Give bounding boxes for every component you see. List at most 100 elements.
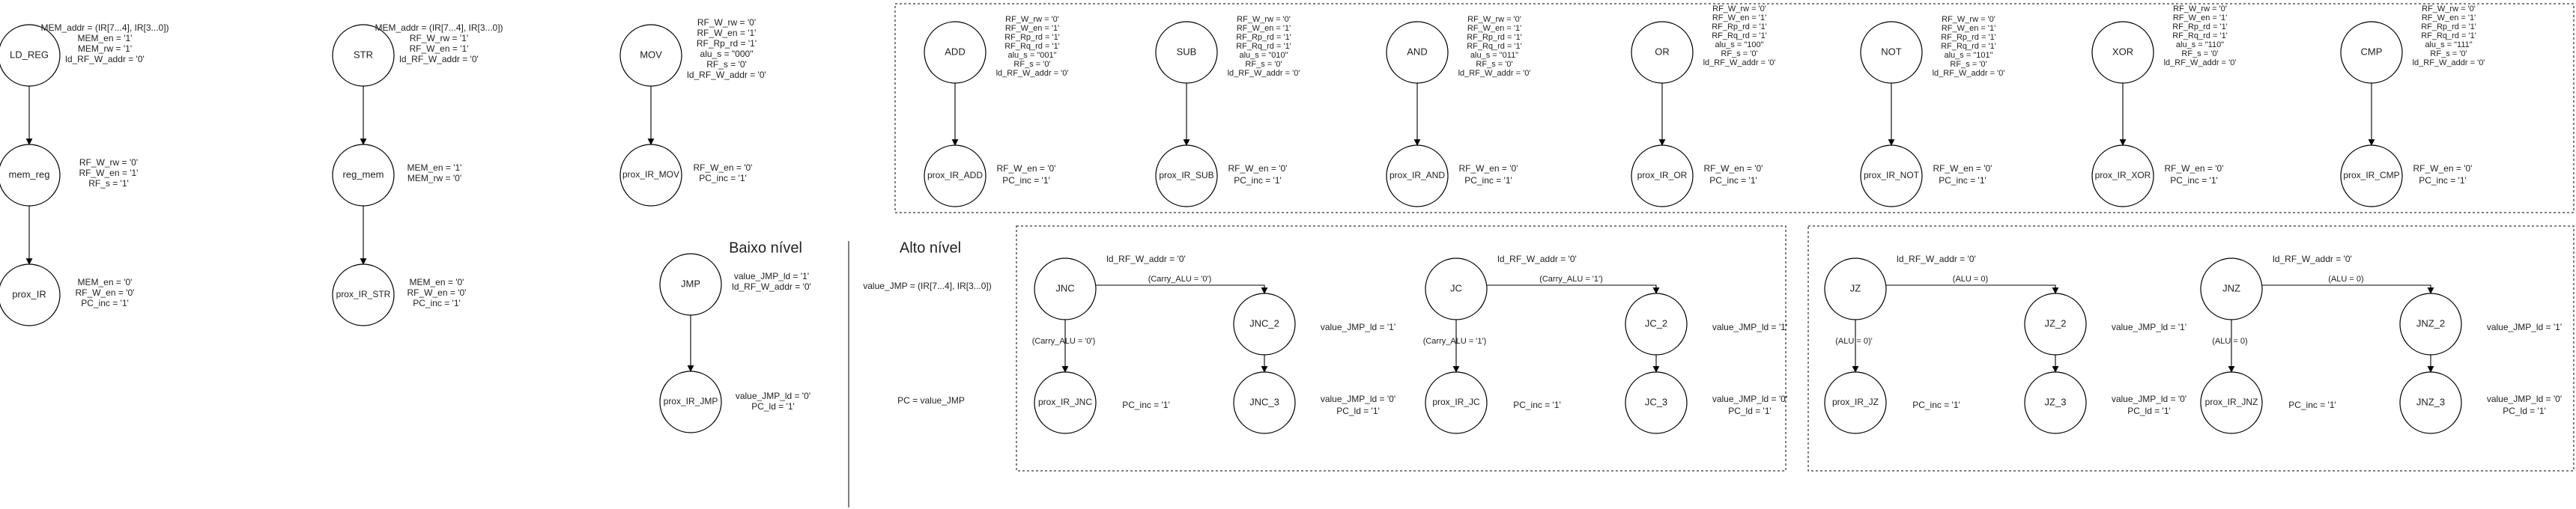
annotation-prox_ir_or: PC_inc = '1'	[1709, 175, 1757, 186]
annotation-cmp: RF_s = '0'	[2430, 49, 2467, 58]
annotation-prox-ir-str: RF_W_en = '0'	[407, 287, 467, 298]
state-JC	[1425, 257, 1488, 320]
state-label-JNC_3: JNC_3	[1249, 396, 1279, 407]
state-JMP	[659, 253, 722, 316]
annotation-mem-reg: RF_W_en = '1'	[79, 168, 139, 178]
annotation-xor: RF_Rq_rd = '1'	[2172, 31, 2228, 40]
condition-jc-true: (Carry_ALU = '1')	[1539, 275, 1603, 284]
annotation-sub: RF_W_en = '1'	[1237, 24, 1291, 33]
annotation-or: RF_s = '0'	[1721, 49, 1757, 58]
annotation-jmp: ld_RF_W_addr = '0'	[732, 281, 811, 292]
annotation-jz3: PC_ld = '1'	[2127, 406, 2171, 416]
annotation-cmp: alu_s = "111"	[2425, 40, 2472, 49]
state-label-prox_IR_JMP: prox_IR_JMP	[664, 396, 718, 406]
state-AND	[1386, 21, 1449, 84]
state-prox_IR_XOR	[2091, 144, 2154, 207]
annotation-xor: alu_s = "110"	[2176, 40, 2224, 49]
state-JC_2	[1625, 293, 1688, 356]
state-label-XOR: XOR	[2112, 46, 2133, 57]
annotation-jnc3: PC_ld = '1'	[1336, 406, 1380, 416]
annotation-sub: RF_Rp_rd = '1'	[1236, 33, 1291, 42]
annotation-cmp: RF_Rq_rd = '1'	[2421, 31, 2476, 40]
annotation-prox_ir_add: PC_inc = '1'	[1002, 175, 1050, 186]
state-STR	[332, 24, 395, 87]
annotation-mov: RF_W_rw = '0'	[697, 17, 756, 28]
annotation-jnz3: PC_ld = '1'	[2503, 406, 2546, 416]
annotation-str: ld_RF_W_addr = '0'	[399, 54, 479, 64]
annotation-not: RF_W_en = '1'	[1942, 24, 1995, 33]
state-label-prox_IR_JC: prox_IR_JC	[1432, 397, 1480, 407]
state-label-LD_REG: LD_REG	[10, 49, 49, 60]
state-label-STR: STR	[354, 49, 373, 60]
state-JZ_3	[2024, 371, 2087, 434]
annotation-prox-ir-jmp: PC_ld = '1'	[751, 401, 795, 412]
annotation-prox_ir_add: RF_W_en = '0'	[997, 163, 1056, 174]
condition-jz-true: (ALU = 0)	[1953, 275, 1988, 284]
annotation-not: alu_s = "101"	[1945, 51, 1993, 60]
annotation-jnz3: value_JMP_ld = '0'	[2487, 394, 2562, 404]
state-mem_reg	[0, 144, 61, 207]
annotation-xor: ld_RF_W_addr = '0'	[2164, 58, 2237, 67]
state-LD_REG	[0, 24, 61, 87]
annotation-cmp: RF_W_rw = '0'	[2422, 4, 2476, 13]
annotation-jnc2: value_JMP_ld = '1'	[1321, 322, 1395, 332]
state-label-prox_IR_CMP: prox_IR_CMP	[2343, 170, 2399, 180]
annotation-jmp: value_JMP_ld = '1'	[734, 271, 809, 281]
annotation-prox-ir: MEM_en = '0'	[78, 277, 133, 287]
annotation-or: RF_Rp_rd = '1'	[1712, 22, 1767, 31]
state-label-JC_3: JC_3	[1645, 396, 1667, 407]
annotation-sub: RF_s = '0'	[1245, 60, 1282, 69]
state-prox_IR_1	[0, 263, 61, 326]
annotation-xor: RF_Rp_rd = '1'	[2172, 22, 2228, 31]
annotation-pc-value-jmp: PC = value_JMP	[897, 395, 965, 406]
annotation-or: ld_RF_W_addr = '0'	[1703, 58, 1776, 67]
annotation-prox-ir-jmp: value_JMP_ld = '0'	[736, 391, 810, 401]
annotation-xor: RF_s = '0'	[2181, 49, 2218, 58]
state-CMP	[2340, 21, 2403, 84]
annotation-jz-ld: ld_RF_W_addr = '0'	[1897, 254, 1976, 264]
state-prox_IR_NOT	[1860, 144, 1923, 207]
state-label-ADD: ADD	[945, 46, 965, 57]
state-label-OR: OR	[1655, 46, 1670, 57]
state-ADD	[924, 21, 987, 84]
annotation-value-jmp: value_JMP = (IR[7...4], IR[3...0])	[863, 281, 992, 291]
annotation-ld-reg: MEM_addr = (IR[7...4], IR[3...0])	[40, 22, 169, 33]
annotation-jc2: value_JMP_ld = '1'	[1712, 322, 1787, 332]
annotation-not: RF_s = '0'	[1950, 60, 1986, 69]
annotation-sub: RF_Rq_rd = '1'	[1236, 42, 1291, 51]
carry-jumps-frame	[1016, 225, 1786, 472]
state-JC_3	[1625, 371, 1688, 434]
state-label-prox_IR_AND: prox_IR_AND	[1389, 170, 1445, 180]
annotation-prox_ir_cmp: RF_W_en = '0'	[2413, 163, 2473, 174]
state-label-prox_IR_JNC: prox_IR_JNC	[1038, 397, 1092, 407]
annotation-and: alu_s = "011"	[1470, 51, 1518, 60]
annotation-str: MEM_addr = (IR[7...4], IR[3...0])	[375, 22, 503, 33]
state-prox_IR_ADD	[924, 144, 987, 207]
annotation-reg-mem: MEM_rw = '0'	[407, 173, 461, 183]
state-prox_IR_JNZ	[2200, 371, 2263, 434]
annotation-mov: alu_s = "000"	[700, 49, 754, 59]
zero-jumps-frame	[1807, 225, 2575, 472]
state-JNZ_2	[2399, 293, 2462, 356]
condition-jz-false: (ALU = 0)'	[1835, 337, 1872, 346]
annotation-and: RF_s = '0'	[1476, 60, 1512, 69]
state-MOV	[619, 24, 682, 87]
annotation-prox_ir_and: RF_W_en = '0'	[1459, 163, 1518, 174]
annotation-add: RF_W_en = '1'	[1005, 24, 1059, 33]
state-JZ	[1824, 257, 1887, 320]
annotation-prox_ir_xor: PC_inc = '1'	[2170, 175, 2218, 186]
state-label-prox_IR_SUB: prox_IR_SUB	[1159, 170, 1213, 180]
annotation-and: RF_W_en = '1'	[1467, 24, 1521, 33]
annotation-jz3: value_JMP_ld = '0'	[2112, 394, 2186, 404]
state-label-prox_IR_OR: prox_IR_OR	[1637, 170, 1688, 180]
annotation-add: RF_s = '0'	[1013, 60, 1050, 69]
state-label-JMP: JMP	[681, 278, 700, 289]
state-label-JNC_2: JNC_2	[1249, 317, 1279, 329]
annotation-not: RF_W_rw = '0'	[1942, 15, 1995, 24]
annotation-and: ld_RF_W_addr = '0'	[1458, 69, 1531, 78]
state-label-JNC: JNC	[1055, 282, 1074, 293]
annotation-and: RF_Rp_rd = '1'	[1467, 33, 1522, 42]
annotation-xor: RF_W_rw = '0'	[2173, 4, 2227, 13]
annotation-mem-reg: RF_s = '1'	[88, 178, 129, 189]
annotation-prox_ir_not: RF_W_en = '0'	[1933, 163, 1992, 174]
